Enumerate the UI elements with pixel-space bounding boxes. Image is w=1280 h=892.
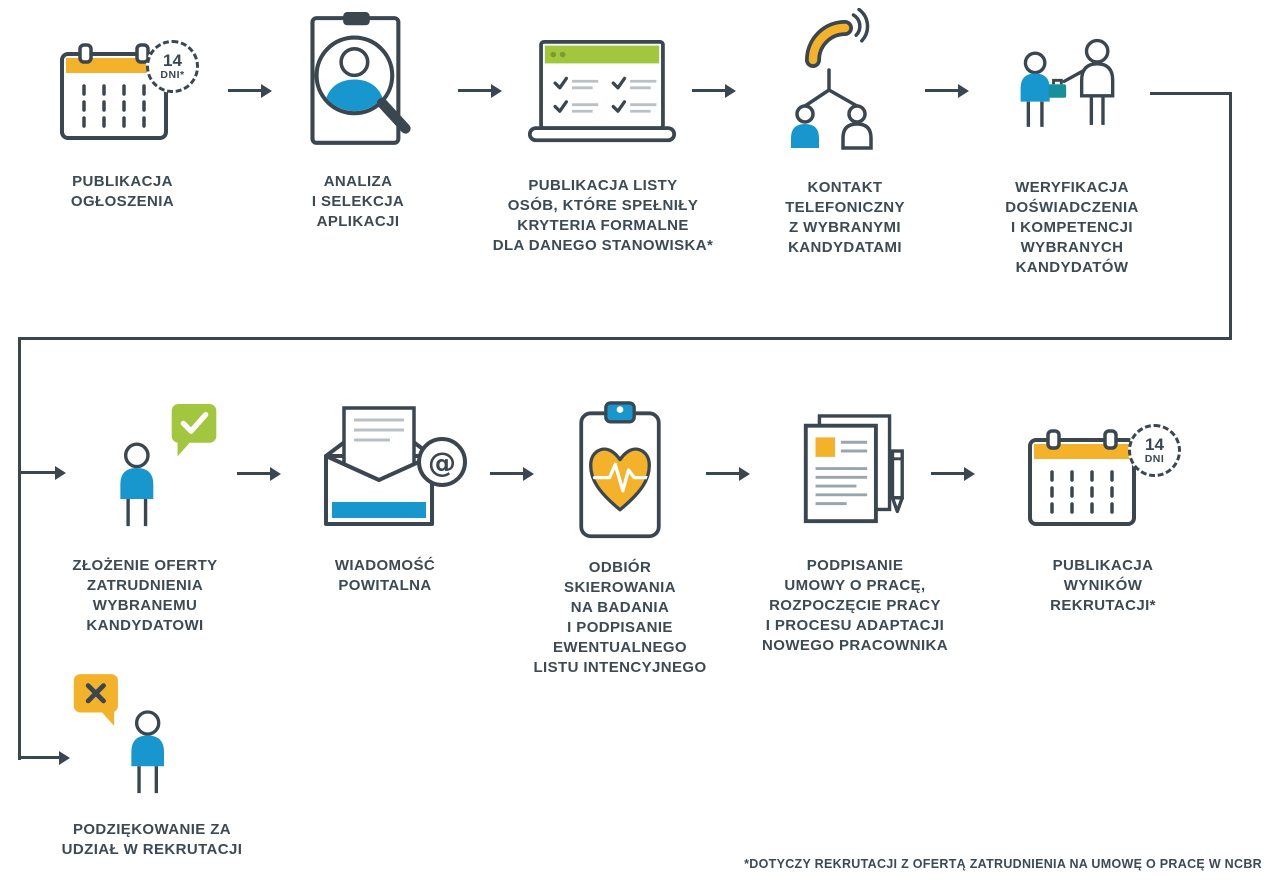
at-symbol: @ <box>428 446 456 479</box>
arrow-right-icon <box>228 89 262 92</box>
arrow-right-icon <box>237 472 271 475</box>
document-text-lines <box>815 440 868 506</box>
flow-connector-segment <box>18 337 1232 340</box>
step-label-publikacja-ogloszenia: PUBLIKACJA OGŁOSZENIA <box>70 173 175 210</box>
contract-pen-icon <box>798 412 910 534</box>
call-split-lines <box>803 68 859 108</box>
signal-waves <box>851 7 870 43</box>
magnifier-handle <box>376 97 411 134</box>
pulse-line <box>592 462 650 493</box>
arrow-right-icon <box>490 472 524 475</box>
check-bubble <box>171 404 217 443</box>
person-x-bubble-icon <box>68 672 188 805</box>
flow-connector-segment <box>1229 92 1232 340</box>
step-label-podziekowanie: PODZIĘKOWANIE ZA UDZIAŁ W REKRUTACJI <box>61 821 243 858</box>
badge-unit: DNI <box>1144 452 1165 465</box>
at-circle <box>417 437 467 487</box>
arrow-right-icon <box>931 472 965 475</box>
flow-connector-segment <box>18 337 21 760</box>
deadline-badge: 14 DNI <box>1128 424 1181 477</box>
step-label-publikacja-wynikow: PUBLIKACJA WYNIKÓW REKRUTACJI* <box>1050 557 1156 614</box>
step-label-publikacja-listy: PUBLIKACJA LISTY OSÓB, KTÓRE SPEŁNIŁY KR… <box>492 177 714 254</box>
footnote: *DOTYCZY REKRUTACJI Z OFERTĄ ZATRUDNIENI… <box>744 857 1262 871</box>
step-label-weryfikacja: WERYFIKACJA DOŚWIADCZENIA I KOMPETENCJI … <box>1005 179 1139 276</box>
step-label-wiadomosc: WIADOMOŚĆ POWITALNA <box>334 557 436 594</box>
medical-clipboard-icon <box>568 400 672 547</box>
arrow-right-icon <box>18 756 60 759</box>
arrow-right-icon <box>692 89 726 92</box>
arrow-right-icon <box>458 89 492 92</box>
calendar-grid <box>1050 470 1114 514</box>
calendar-icon <box>1026 428 1138 533</box>
email-envelope-icon: @ <box>318 406 468 533</box>
calendar-icon <box>58 42 170 147</box>
calendar-grid <box>82 84 146 128</box>
badge-number: 14 <box>1145 434 1164 454</box>
briefcase-handle <box>1052 78 1063 85</box>
arrow-right-icon <box>925 89 959 92</box>
checklist-browser-icon <box>527 38 677 151</box>
extended-arm <box>1062 68 1086 84</box>
step-label-odbior: ODBIÓR SKIEROWANIA NA BADANIA I PODPISAN… <box>533 559 707 676</box>
person-check-bubble-icon <box>100 402 226 538</box>
handset <box>808 23 850 65</box>
badge-unit: DNI* <box>160 68 185 81</box>
checklist-items <box>553 76 657 113</box>
arrow-right-icon <box>18 471 56 474</box>
interview-icon <box>1008 28 1134 159</box>
badge-number: 14 <box>163 50 182 70</box>
deadline-badge: 14 DNI* <box>146 40 199 93</box>
arrow-right-icon <box>706 472 740 475</box>
step-label-podpisanie: PODPISANIE UMOWY O PRACĘ, ROZPOCZĘCIE PR… <box>762 557 948 654</box>
check-mark <box>180 412 209 434</box>
step-label-zlozenie-oferty: ZŁOŻENIE OFERTY ZATRUDNIENIA WYBRANEMU K… <box>72 557 218 634</box>
cv-magnifier-icon <box>300 12 418 155</box>
step-label-kontakt: KONTAKT TELEFONICZNY Z WYBRANYMI KANDYDA… <box>785 179 905 256</box>
briefcase <box>1048 84 1067 98</box>
x-mark <box>85 683 106 704</box>
step-label-analiza: ANALIZA I SELEKCJA APLIKACJI <box>311 173 405 230</box>
flow-connector-segment <box>1150 92 1232 95</box>
phone-people-icon <box>783 7 903 158</box>
